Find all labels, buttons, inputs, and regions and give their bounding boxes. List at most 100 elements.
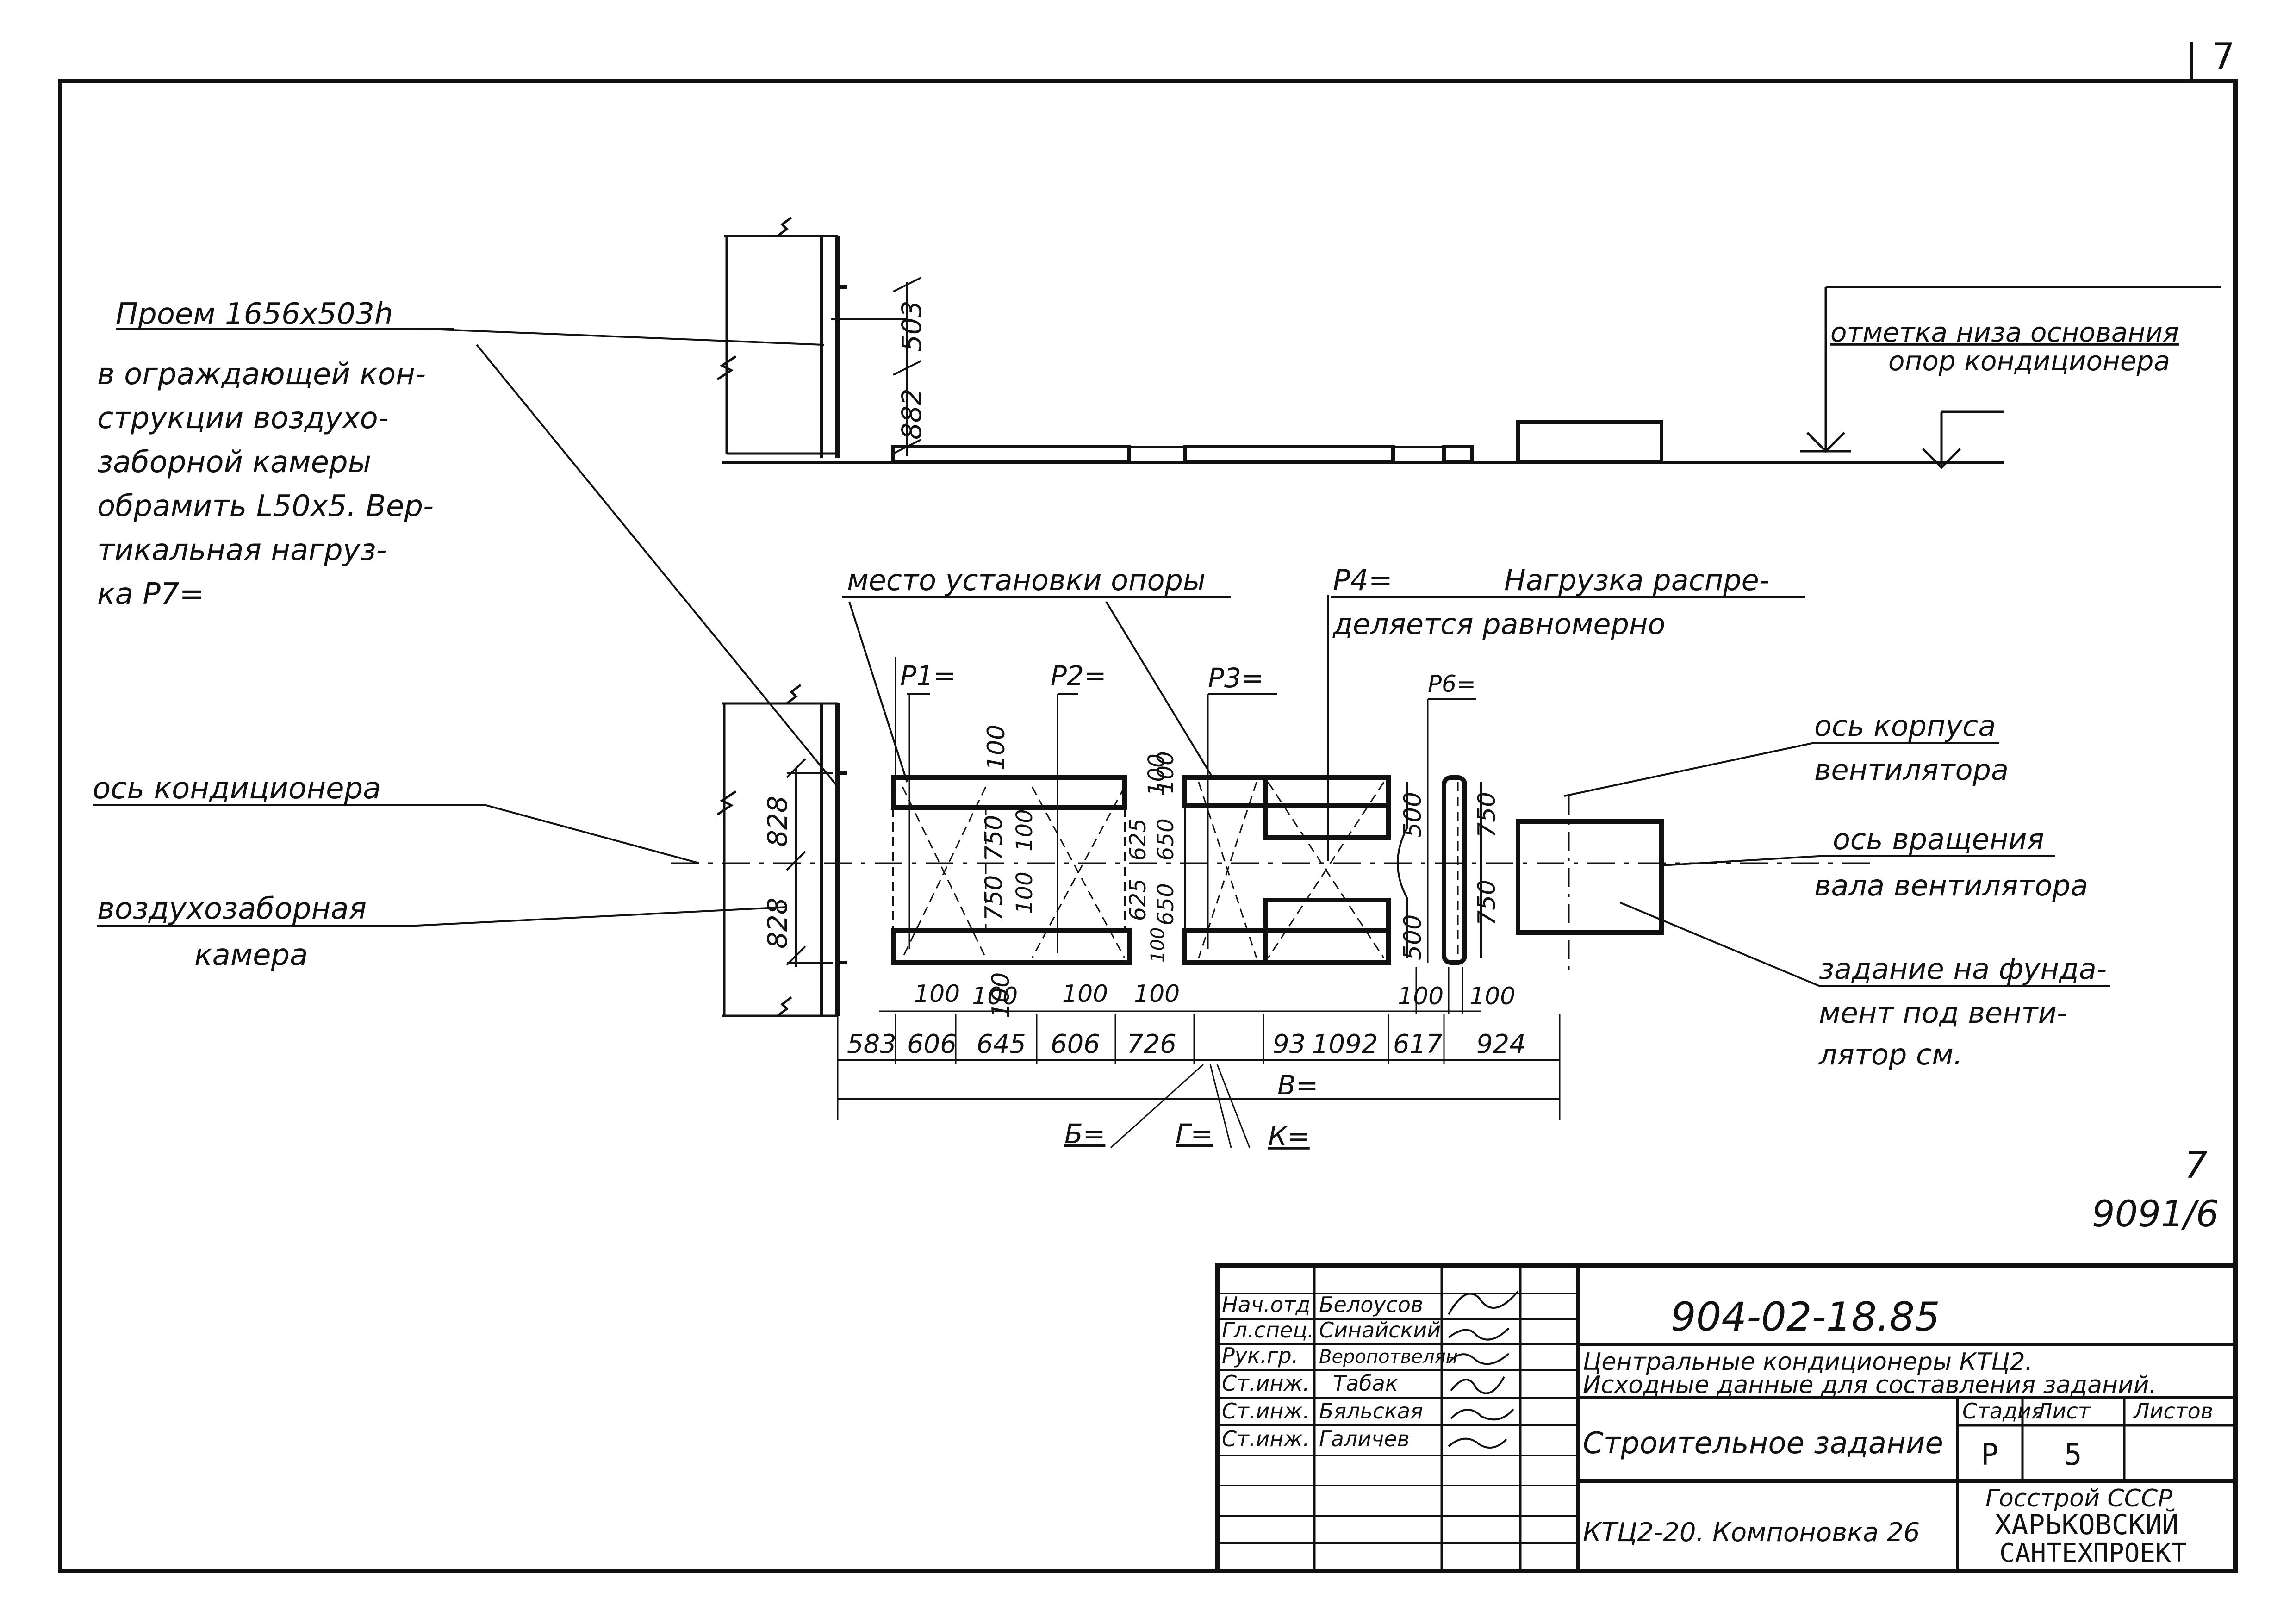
name-1: Белоусов: [1319, 1292, 1423, 1317]
title-block: Нач.отд Белоусов Гл.спец. Синайский Рук.…: [1215, 1263, 2238, 1573]
note-to-plan-leader: [476, 344, 839, 788]
fan-body-axis-label-1: ось корпуса: [1814, 709, 1996, 743]
sheets-label: Листов: [2133, 1399, 2213, 1424]
overall-b-label: B=: [1277, 1070, 1318, 1101]
opening-note-5: тикальная нагруз-: [97, 533, 387, 567]
bottom-dim-3: 645: [977, 1029, 1026, 1059]
base-frame-3: [1183, 445, 1395, 464]
role-6: Ст.инж.: [1222, 1426, 1310, 1451]
section-1-top-beam: [891, 775, 1127, 810]
fan-foundation-elevation: [1516, 420, 1663, 464]
load-note-1: Нагрузка распре-: [1504, 563, 1769, 597]
sheet-ref-code: 9091/6: [2092, 1194, 2219, 1235]
opening-note-2: струкции воздухо-: [97, 401, 389, 435]
base-mark-line-1: отметка низа основания: [1830, 317, 2179, 348]
bottom-dim-1: 583: [847, 1029, 896, 1059]
bottom-dim-6: 93: [1273, 1029, 1306, 1059]
base-frame-5: [1442, 445, 1474, 464]
bottom-dim-5: 726: [1127, 1029, 1176, 1059]
fan-body-axis-label-2: вентилятора: [1814, 753, 2009, 787]
title-line-1: Центральные кондиционеры КТЦ2.: [1583, 1348, 2033, 1376]
base-frame-2: [1128, 446, 1186, 463]
role-3: Рук.гр.: [1222, 1343, 1298, 1368]
base-mark-arrow-2: [1922, 448, 1961, 469]
dim-100-v2: 100: [987, 972, 1015, 1018]
opening-note-1: в ограждающей кон-: [97, 357, 426, 392]
bottom-dim-4: 606: [1051, 1029, 1100, 1059]
sheet-value: 5: [2064, 1438, 2082, 1472]
dim-100-v3: 100: [1012, 809, 1038, 852]
g-label: Г=: [1176, 1118, 1213, 1150]
opening-note-3: заборной камеры: [97, 445, 371, 479]
name-6: Галичев: [1319, 1426, 1410, 1451]
load-note-2: деляется равномерно: [1332, 607, 1665, 641]
section-2-housing: [1263, 777, 1391, 963]
base-frame-4: [1392, 446, 1445, 463]
name-3: Веропотвелян: [1319, 1346, 1458, 1368]
bottom-dim-7: 1092: [1312, 1029, 1378, 1059]
sheet-name: Строительное задание: [1583, 1426, 1943, 1461]
dim-500-top: 500: [1399, 792, 1427, 838]
org-line-2: ХАРЬКОВСКИЙ: [1995, 1508, 2178, 1541]
dim-100-b3: 100: [1062, 980, 1108, 1008]
dim-828-bottom: 828: [762, 897, 793, 949]
section-1-bottom-beam: [891, 928, 1132, 965]
opening-leader: [416, 328, 824, 346]
signature-1: [1448, 1290, 1519, 1315]
b-cyr-label: Б=: [1064, 1118, 1105, 1150]
dim-650-v1: 650: [1153, 818, 1179, 861]
dim-100-b8: 100: [1398, 983, 1444, 1010]
section-2-bottom-beam: [1182, 928, 1391, 965]
dim-100-b9: 100: [1469, 983, 1515, 1010]
dim-750-fan-top: 750: [1473, 792, 1501, 838]
support-place-label: место установки опоры: [847, 563, 1206, 597]
intake-chamber-label-2: камера: [194, 938, 308, 972]
stage-value: Р: [1981, 1438, 1999, 1472]
foundation-task-2: мент под венти-: [1819, 996, 2067, 1030]
section-2-top-beam: [1182, 775, 1391, 808]
rotation-axis-label-1: ось вращения: [1833, 822, 2044, 856]
bottom-dim-2: 606: [907, 1029, 957, 1059]
base-mark-line-2: опор кондиционера: [1888, 345, 2170, 377]
signature-4: [1450, 1376, 1505, 1394]
fan-frame: [1442, 775, 1467, 965]
bottom-dim-9: 924: [1476, 1029, 1526, 1059]
p6-label: P6=: [1428, 671, 1476, 697]
title-line-2: Исходные данные для составления заданий.: [1583, 1371, 2157, 1399]
sheet-label: Лист: [2035, 1399, 2091, 1424]
dim-100-b4: 100: [1134, 980, 1180, 1008]
page-number: 7: [2212, 35, 2234, 78]
foundation-task-3: лятор см.: [1818, 1038, 1963, 1071]
opening-label: Проем 1656х503h: [116, 297, 393, 331]
intake-chamber-label-1: воздухозаборная: [97, 892, 367, 926]
dim-100-b2: 100: [972, 983, 1018, 1010]
dim-828-top: 828: [762, 796, 793, 847]
p4-label: P4=: [1333, 563, 1393, 597]
foundation-task-1: задание на фунда-: [1819, 952, 2107, 986]
bottom-dim-8: 617: [1393, 1029, 1443, 1059]
p2-label: P2=: [1051, 660, 1106, 691]
dim-750-fan-bottom: 750: [1473, 880, 1501, 926]
dim-750-v1: 750: [980, 815, 1008, 861]
org-line-1: Госстрой СССР: [1985, 1485, 2172, 1512]
role-1: Нач.отд: [1222, 1292, 1310, 1317]
opening-note-4: обрамить L50х5. Вер-: [97, 489, 434, 523]
dim-500-bottom: 500: [1399, 914, 1427, 960]
opening-note-6: ка P7=: [97, 577, 204, 611]
conditioner-axis-label: ось кондиционера: [93, 771, 381, 806]
signature-2: [1448, 1327, 1510, 1341]
fan-foundation-plan: [1516, 819, 1664, 935]
dim-100-v6: 100: [1153, 751, 1179, 794]
dim-100-v1: 100: [983, 725, 1010, 771]
signature-5: [1450, 1408, 1514, 1421]
dim-100-b1: 100: [914, 980, 960, 1008]
stage-label: Стадия: [1962, 1399, 2044, 1424]
name-4: Табак: [1333, 1371, 1398, 1396]
role-2: Гл.спец.: [1222, 1318, 1314, 1343]
dim-100-v4: 100: [1012, 871, 1038, 914]
dim-650-v2: 650: [1153, 883, 1179, 926]
dim-100-v5: 100: [1144, 753, 1170, 796]
name-5: Бяльская: [1319, 1399, 1423, 1424]
